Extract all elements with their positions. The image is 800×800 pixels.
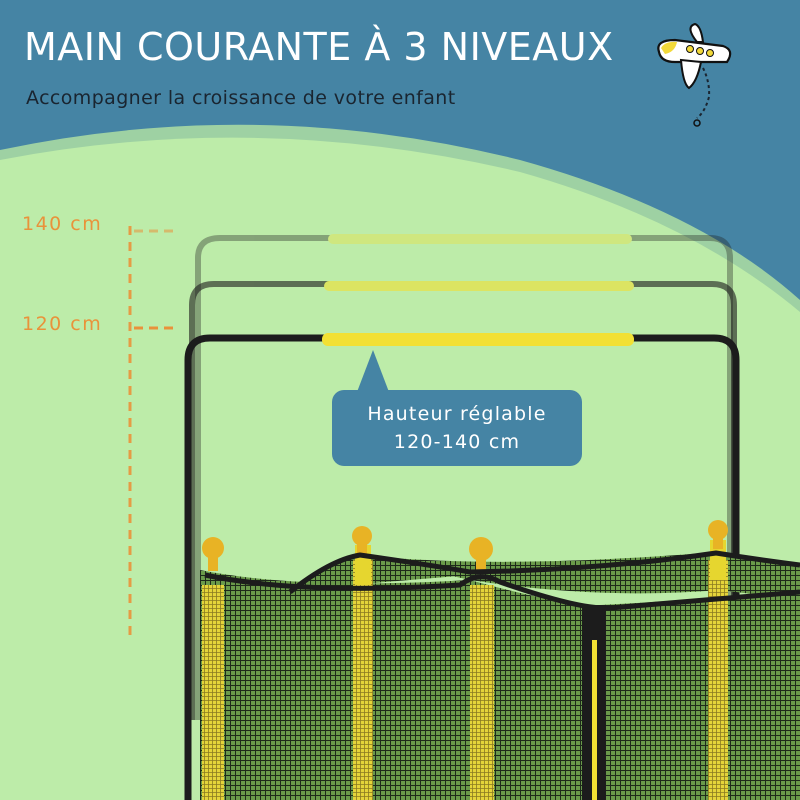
height-label-120: 120 cm bbox=[22, 313, 103, 335]
rail-level-2 bbox=[189, 281, 737, 720]
callout-pointer bbox=[357, 350, 389, 392]
callout-line-1: Hauteur réglable bbox=[367, 403, 547, 425]
rail-level-3 bbox=[195, 234, 733, 720]
callout-line-2: 120-140 cm bbox=[393, 431, 521, 453]
height-label-140: 140 cm bbox=[22, 213, 103, 235]
page-title: MAIN COURANTE À 3 NIVEAUX bbox=[24, 25, 614, 69]
safety-net bbox=[200, 552, 800, 800]
height-scale-lines bbox=[128, 226, 178, 640]
rail-level-1 bbox=[184, 333, 740, 800]
airplane-icon bbox=[657, 22, 732, 127]
net-top-band bbox=[204, 550, 800, 611]
net-poles bbox=[202, 520, 728, 800]
net-door bbox=[582, 605, 606, 800]
page-subtitle: Accompagner la croissance de votre enfan… bbox=[26, 87, 456, 109]
adjustable-height-callout: Hauteur réglable 120-140 cm bbox=[332, 390, 582, 466]
